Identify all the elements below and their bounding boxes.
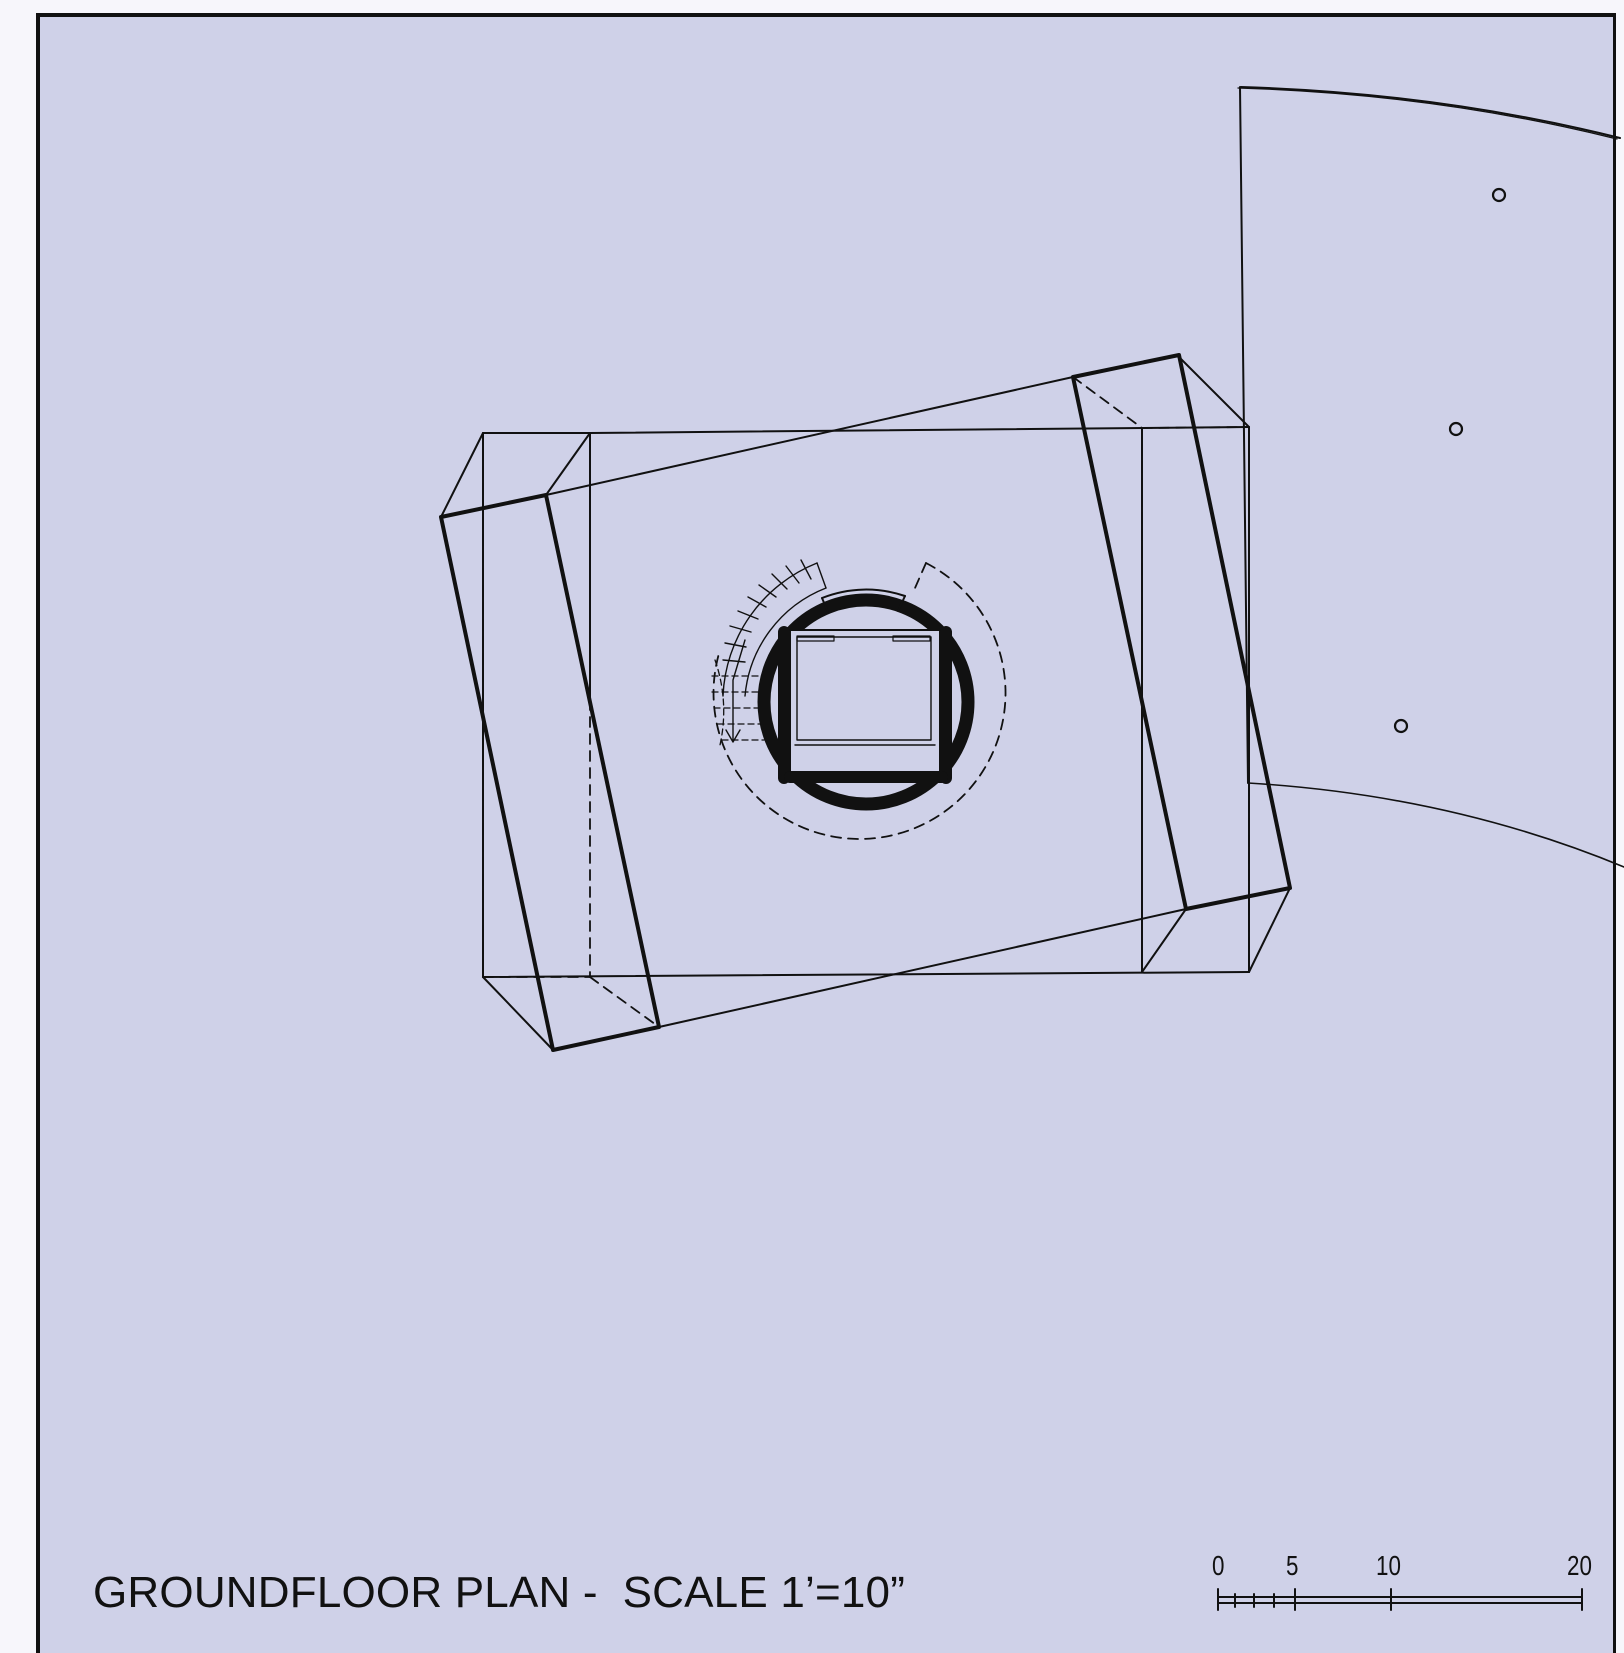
column-marker — [1448, 421, 1464, 437]
wall-volume-left — [439, 493, 661, 1052]
stair-direction-arrow — [725, 639, 746, 743]
drawing-title: GROUNDFLOOR PLAN - SCALE 1’=10” — [93, 1568, 906, 1617]
site-boundary — [1237, 86, 1624, 868]
scale-label-20: 20 — [1567, 1550, 1592, 1581]
drawing-sheet — [36, 13, 1616, 1653]
scale-bar — [1217, 1588, 1583, 1611]
scale-label-0: 0 — [1212, 1550, 1225, 1581]
scale-label-5: 5 — [1286, 1550, 1299, 1581]
spiral-stair — [722, 559, 827, 697]
scale-label-10: 10 — [1376, 1550, 1401, 1581]
column-marker — [1393, 718, 1409, 734]
wall-volume-right — [1071, 353, 1292, 911]
column-markers — [1393, 187, 1507, 734]
hidden-lines — [482, 376, 1250, 1028]
column-marker — [1491, 187, 1507, 203]
lift-core — [778, 626, 952, 784]
spiral-stair-lower — [711, 659, 765, 746]
rotated-slab-outline — [545, 376, 1187, 1028]
circular-core — [757, 588, 975, 811]
